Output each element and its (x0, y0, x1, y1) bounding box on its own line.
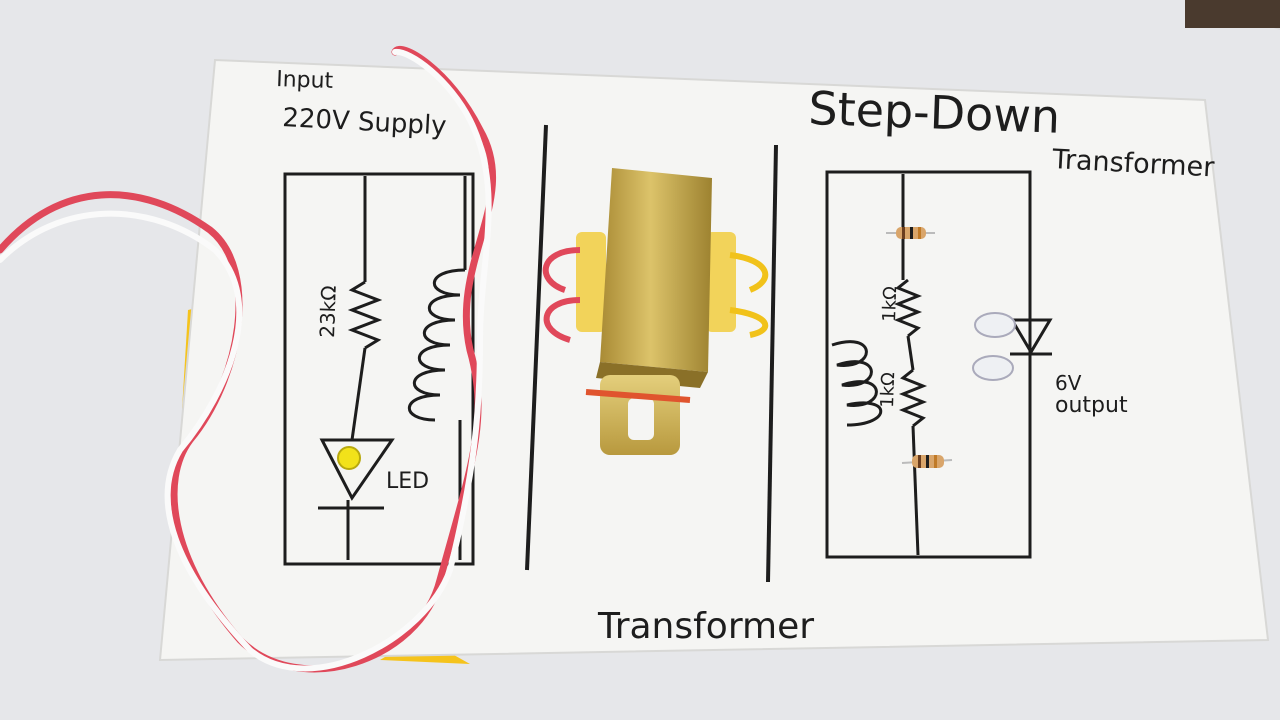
secondary-coil (831, 340, 883, 427)
transformer-physical (542, 168, 769, 455)
resistor-physical-top (886, 227, 935, 239)
led-label: LED (386, 469, 429, 494)
output-leds (972, 312, 1016, 381)
resistor-23k-symbol (347, 280, 383, 350)
resistor-23k-label: 23kΩ (315, 285, 341, 338)
resistor-1k-top-symbol (893, 278, 923, 338)
resistor-1k-bottom-symbol (898, 368, 928, 428)
output-voltage-label: 6V (1055, 371, 1082, 395)
resistor-physical-bottom (901, 455, 953, 468)
led-yellow (337, 446, 361, 470)
primary-coil (407, 268, 466, 422)
supply-wire (0, 45, 497, 673)
resistor-1k-bottom-label: 1kΩ (877, 372, 899, 409)
output-label: output (1055, 393, 1128, 418)
input-label: Input (276, 67, 334, 94)
bottom-transformer-label: Transformer (597, 606, 814, 647)
led-diode-symbol (319, 438, 395, 501)
page-title: Step-Down (808, 81, 1061, 144)
divider-left (525, 124, 548, 571)
divider-right (766, 144, 778, 583)
resistor-1k-top-label: 1kΩ (879, 286, 901, 323)
secondary-circuit (825, 170, 1053, 559)
diode-symbol (1009, 318, 1053, 355)
